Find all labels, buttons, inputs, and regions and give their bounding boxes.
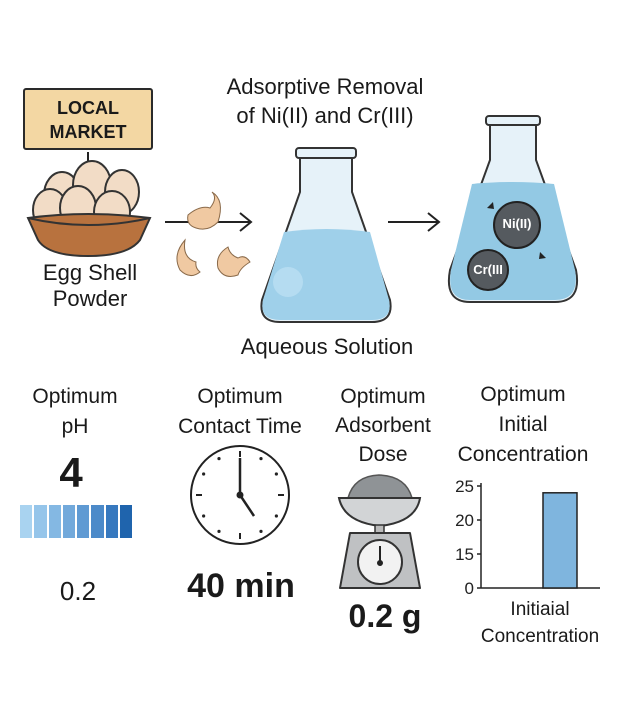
dose-title-line-2: Adsorbent — [335, 414, 431, 437]
time-title-line-1: Optimum — [197, 385, 283, 408]
ph-title-line-2: pH — [61, 415, 89, 438]
clock-tick — [274, 514, 278, 518]
clock-tick — [259, 457, 263, 461]
ph-panel-title: Optimum pH — [32, 382, 117, 442]
chart-y-tick-label: 15 — [455, 545, 474, 564]
sign-line-1: LOCAL — [57, 98, 119, 118]
ph-scale-segment — [34, 505, 47, 538]
clock-tick — [259, 529, 263, 533]
clock-tick — [217, 457, 221, 461]
clock-tick — [217, 529, 221, 533]
chart-bar — [542, 492, 578, 589]
ph-scale-segment — [119, 505, 132, 538]
local-market-sign: LOCAL MARKET — [23, 88, 153, 150]
cr-ion-label: Cr(III — [473, 262, 503, 277]
clock-tick — [202, 514, 206, 518]
ph-scale-segment — [62, 505, 75, 538]
concentration-panel-title: Optimum Initial Concentration — [458, 380, 589, 470]
egg-label-line-2: Powder — [52, 286, 128, 312]
clock-icon — [190, 445, 290, 545]
clock-tick — [202, 472, 206, 476]
dose-title-line-1: Optimum — [340, 385, 426, 408]
contact-time-panel-title: Optimum Contact Time — [178, 382, 302, 442]
title-line-2: of Ni(II) and Cr(III) — [236, 103, 414, 128]
diagram-title: Adsorptive Removal of Ni(II) and Cr(III) — [227, 72, 424, 130]
ni-ion-label: Ni(II) — [502, 216, 532, 231]
ph-sub-value: 0.2 — [59, 576, 97, 606]
aqueous-solution-label: Aqueous Solution — [240, 334, 414, 359]
weighing-scale-icon — [337, 474, 422, 589]
dose-panel-title: Optimum Adsorbent Dose — [335, 382, 431, 469]
contact-time-value: 40 min — [187, 567, 295, 605]
ph-scale-segment — [91, 505, 104, 538]
chart-x-label-line-1: Initiaial — [510, 599, 570, 620]
chart-y-tick-label: 0 — [465, 579, 474, 598]
conc-title-line-2: Initial — [498, 413, 548, 436]
conc-title-line-3: Concentration — [457, 443, 589, 466]
egg-shell-powder-label: Egg Shell Powder — [43, 260, 137, 313]
dose-title-line-3: Dose — [358, 443, 408, 466]
ph-scale-segment — [77, 505, 90, 538]
ph-scale-segment — [105, 505, 118, 538]
conc-title-line-1: Optimum — [480, 383, 566, 406]
chart-x-label-line-2: Concentration — [480, 626, 600, 647]
title-line-1: Adsorptive Removal — [226, 74, 424, 99]
chart-y-tick-label: 20 — [455, 511, 474, 530]
dose-value: 0.2 g — [348, 598, 422, 634]
ph-scale-segment — [48, 505, 61, 538]
time-title-line-2: Contact Time — [178, 415, 302, 438]
sign-line-2: MARKET — [49, 122, 127, 142]
chart-x-label: Initiaial Concentration — [481, 596, 599, 650]
ph-value: 4 — [59, 449, 83, 496]
ph-scale-segment — [20, 505, 33, 538]
ph-color-scale — [20, 505, 132, 538]
clock-tick — [274, 472, 278, 476]
ph-title-line-1: Optimum — [32, 385, 118, 408]
egg-label-line-1: Egg Shell — [42, 260, 138, 285]
chart-y-tick-label: 25 — [455, 477, 474, 496]
